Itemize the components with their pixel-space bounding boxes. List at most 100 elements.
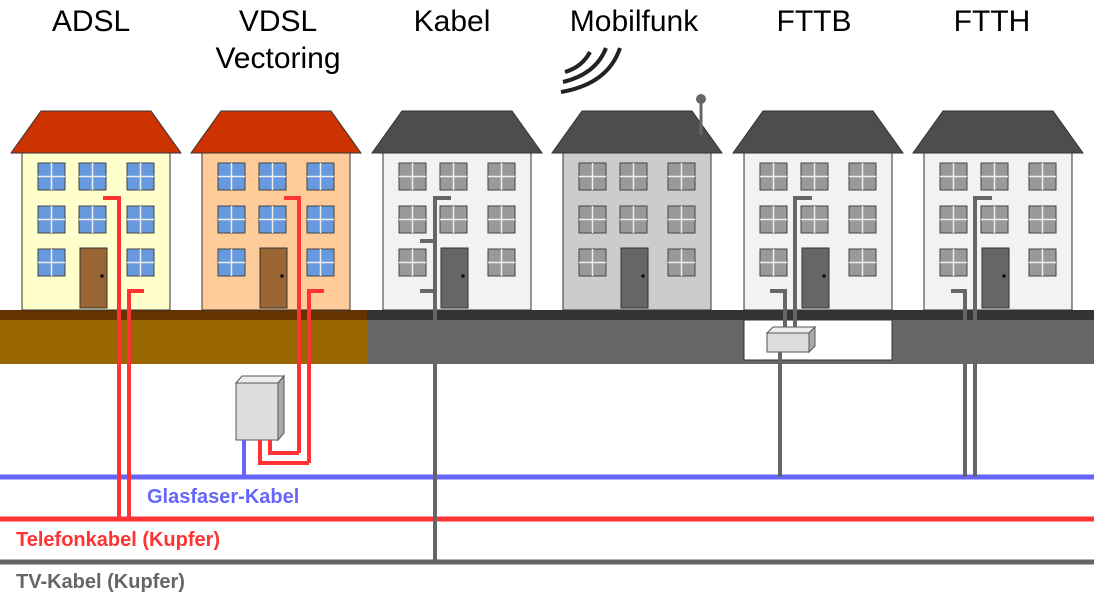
house-ftth — [912, 110, 1084, 311]
door — [801, 247, 830, 309]
ground — [0, 310, 1094, 364]
window — [1028, 248, 1057, 277]
door — [981, 247, 1010, 309]
window — [800, 205, 829, 234]
window — [217, 162, 246, 191]
house-roof — [912, 110, 1084, 154]
fttb-riser — [793, 196, 812, 327]
title-ftth: FTTH — [954, 5, 1031, 38]
window — [619, 162, 648, 191]
window — [398, 248, 427, 277]
soil-surface — [0, 310, 367, 320]
window — [439, 162, 468, 191]
house-roof — [190, 110, 362, 154]
window — [258, 205, 287, 234]
fttb-basement — [743, 319, 893, 361]
window — [217, 248, 246, 277]
window — [980, 162, 1009, 191]
window — [37, 248, 66, 277]
street — [367, 320, 1094, 364]
street-cabinet — [234, 374, 286, 442]
window — [667, 205, 696, 234]
soil — [0, 320, 367, 364]
window — [37, 205, 66, 234]
window — [578, 248, 607, 277]
radio-waves-icon — [560, 47, 622, 94]
window — [800, 162, 829, 191]
window — [1028, 162, 1057, 191]
window — [759, 162, 788, 191]
label-tv: TV-Kabel (Kupfer) — [16, 571, 185, 593]
street-surface — [367, 310, 1094, 320]
house-roof — [551, 110, 723, 154]
window — [306, 248, 335, 277]
window — [487, 162, 516, 191]
window — [939, 162, 968, 191]
window — [217, 205, 246, 234]
window — [487, 205, 516, 234]
house-roof — [10, 110, 182, 154]
window — [1028, 205, 1057, 234]
window — [306, 205, 335, 234]
window — [578, 162, 607, 191]
door — [259, 247, 288, 309]
adsl-phone-drop — [103, 196, 121, 519]
house-mobilfunk — [551, 110, 723, 311]
fttb-riser-2 — [770, 289, 787, 327]
window — [939, 248, 968, 277]
vdsl-phone-drop-2 — [307, 289, 324, 463]
title-fttb: FTTB — [777, 5, 852, 38]
window — [258, 162, 287, 191]
window — [398, 162, 427, 191]
house-vdsl — [190, 110, 362, 311]
house-roof — [732, 110, 904, 154]
window — [980, 205, 1009, 234]
antenna-icon — [696, 94, 706, 135]
window — [939, 205, 968, 234]
window — [37, 162, 66, 191]
window — [848, 248, 877, 277]
house-roof — [371, 110, 543, 154]
window — [126, 248, 155, 277]
title-vdsl: VDSL — [239, 5, 317, 38]
title-vectoring: Vectoring — [215, 42, 340, 75]
vdsl-cabinet-link-2 — [268, 440, 299, 455]
window — [78, 162, 107, 191]
title-mobilfunk: Mobilfunk — [570, 5, 699, 38]
window — [126, 205, 155, 234]
window — [759, 205, 788, 234]
window — [667, 162, 696, 191]
window — [78, 205, 107, 234]
window — [126, 162, 155, 191]
label-phone: Telefonkabel (Kupfer) — [16, 529, 220, 551]
window — [619, 205, 648, 234]
door — [440, 247, 469, 309]
ftth-fiber-drop-2 — [951, 289, 967, 477]
kabel-tv-drop — [433, 196, 451, 562]
window — [306, 162, 335, 191]
vdsl-phone-drop — [284, 196, 301, 453]
fttb-distribution-box — [765, 325, 817, 354]
label-fiber: Glasfaser-Kabel — [147, 486, 299, 508]
door — [620, 247, 649, 309]
house-kabel — [371, 110, 543, 311]
door — [79, 247, 108, 309]
window — [667, 248, 696, 277]
ftth-fiber-drop — [973, 196, 992, 477]
window — [439, 205, 468, 234]
vdsl-cabinet-link — [258, 440, 309, 465]
title-kabel: Kabel — [414, 5, 491, 38]
window — [848, 205, 877, 234]
window — [487, 248, 516, 277]
houses — [10, 110, 1084, 311]
window — [848, 162, 877, 191]
window — [578, 205, 607, 234]
adsl-phone-drop-2 — [127, 289, 144, 519]
title-adsl: ADSL — [52, 5, 130, 38]
house-adsl — [10, 110, 182, 311]
drop-cables — [103, 196, 992, 562]
window — [759, 248, 788, 277]
window — [398, 205, 427, 234]
house-fttb — [732, 110, 904, 311]
